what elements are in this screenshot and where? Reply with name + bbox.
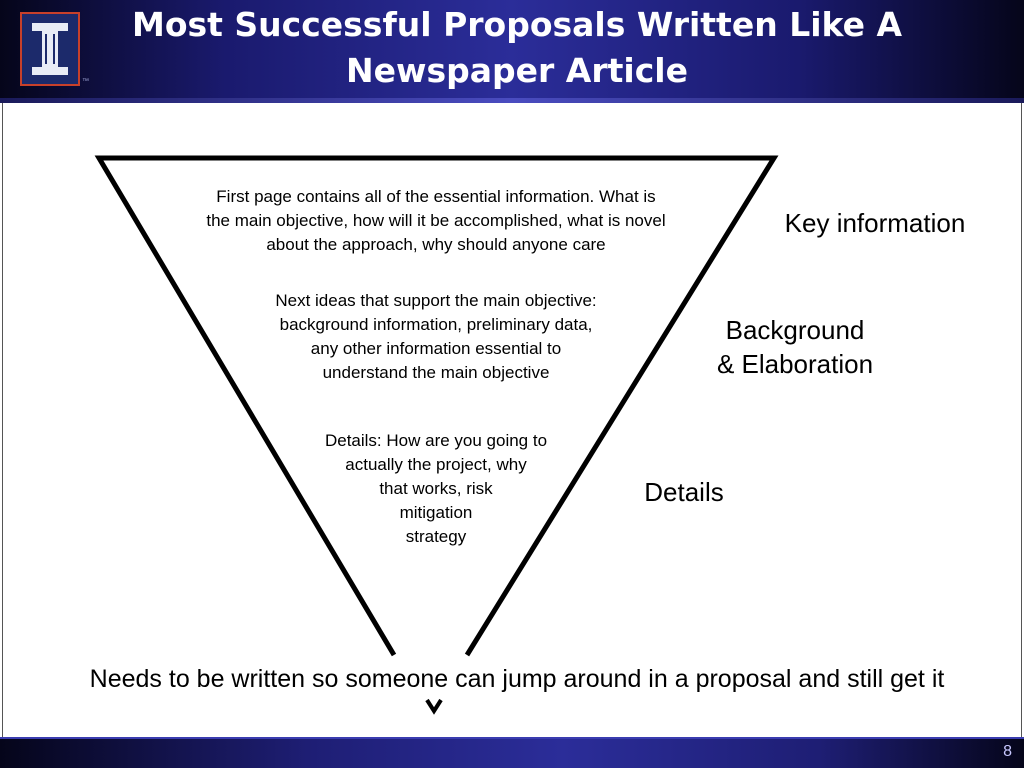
funnel-section-support: Next ideas that support the main objecti…: [275, 291, 597, 382]
title-line-1: Most Successful Proposals Written Like A: [131, 5, 903, 44]
title-line-2: Newspaper Article: [346, 51, 688, 90]
label-key-information: Key information: [784, 208, 966, 238]
page-number: 8: [1003, 743, 1012, 760]
slide-title: Most Successful Proposals Written Like A…: [95, 2, 939, 94]
pyramid-tip-chevron: [425, 698, 443, 715]
label-background-elaboration: Background & Elaboration: [716, 315, 874, 379]
funnel-section-details: Details: How are you going to actually t…: [324, 431, 548, 546]
slide-content: First page contains all of the essential…: [2, 103, 1022, 737]
pyramid-outline: [94, 155, 779, 657]
inverted-pyramid: [94, 155, 779, 715]
university-logo: [20, 12, 80, 86]
trademark-mark: ™: [82, 78, 89, 85]
header-divider: [0, 98, 1024, 103]
footer-bar: 8: [0, 737, 1024, 768]
label-details: Details: [644, 477, 724, 507]
block-i-icon: [32, 23, 68, 75]
header-bar: ™ Most Successful Proposals Written Like…: [0, 0, 1024, 100]
funnel-section-essential: First page contains all of the essential…: [206, 187, 666, 254]
bottom-note: Needs to be written so someone can jump …: [89, 665, 945, 693]
